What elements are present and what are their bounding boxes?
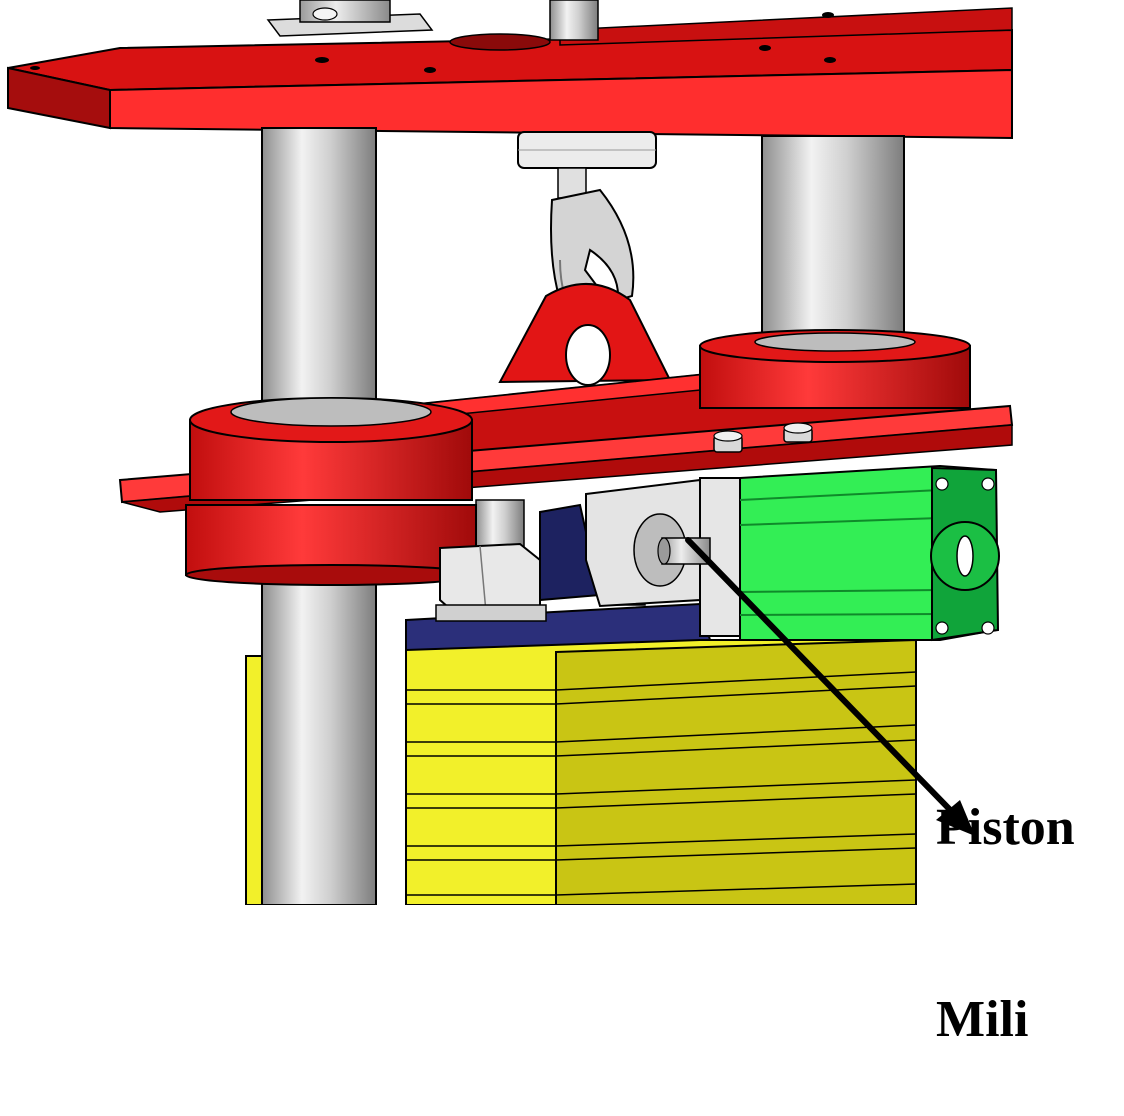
callout-arrow — [685, 537, 975, 836]
weight-stack — [245, 638, 917, 905]
cad-assembly-drawing — [7, 0, 1014, 905]
label-line-1: Piston — [936, 799, 1075, 856]
piston-rod-label: Piston Mili — [936, 668, 1075, 1116]
right-bearing-housing — [699, 329, 971, 409]
bolts — [713, 422, 813, 453]
pneumatic-cylinder — [657, 464, 1000, 642]
top-plate — [7, 0, 1013, 140]
label-line-2: Mili — [936, 991, 1029, 1048]
left-bearing-housing — [185, 397, 477, 586]
